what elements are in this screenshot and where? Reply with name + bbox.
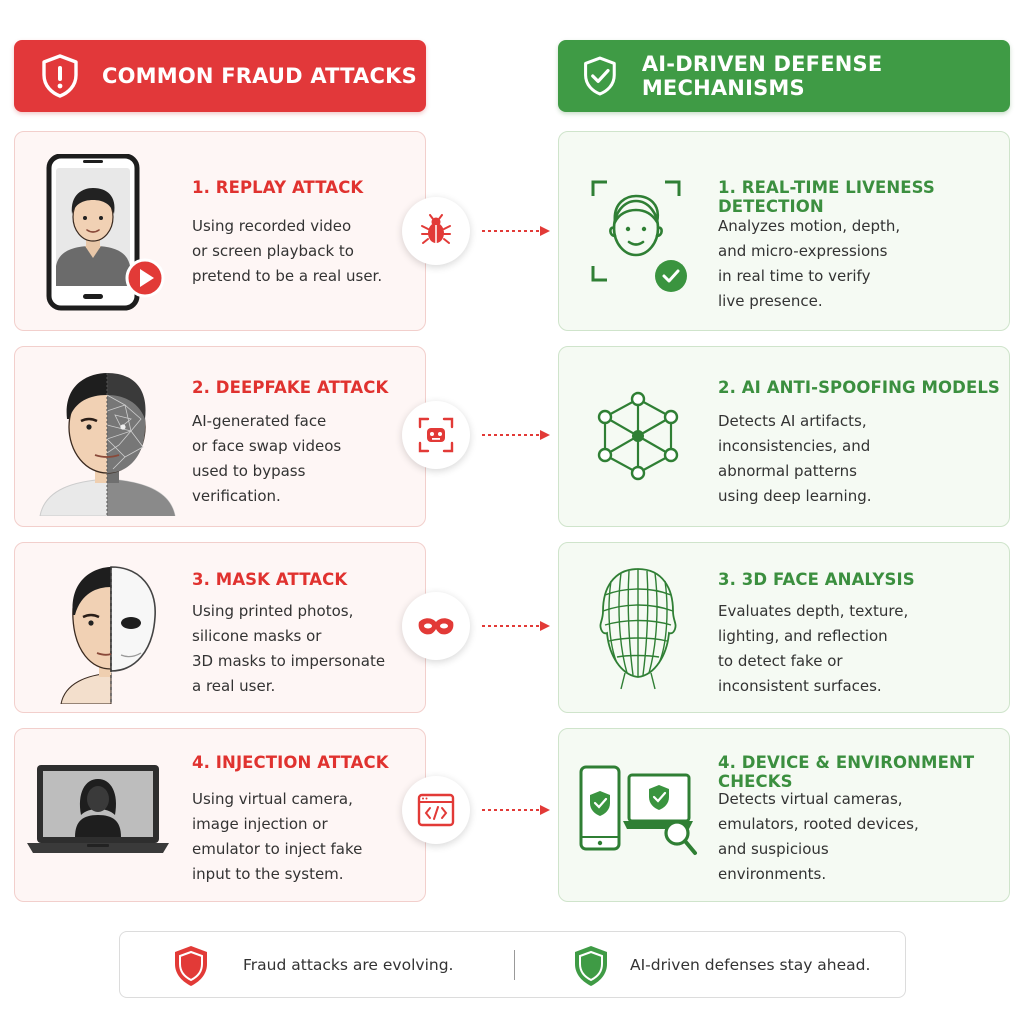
defense-card-device-checks: 4. DEVICE & ENVIRONMENT CHECKS Detects v… xyxy=(558,728,1010,902)
defense-title: 2. AI ANTI-SPOOFING MODELS xyxy=(718,378,1000,397)
attack-description: Using printed photos, silicone masks or … xyxy=(192,602,386,695)
attack-description: Using virtual camera, image injection or… xyxy=(192,790,363,883)
defense-description: Evaluates depth, texture, lighting, and … xyxy=(718,602,909,695)
attack-title: 4. INJECTION ATTACK xyxy=(192,753,389,772)
eye-mask-icon xyxy=(418,618,454,635)
defenses-header-title: AI-DRIVEN DEFENSE MECHANISMS xyxy=(641,52,883,100)
attack-title: 2. DEEPFAKE ATTACK xyxy=(192,378,389,397)
footer-left-text: Fraud attacks are evolving. xyxy=(243,956,454,974)
attack-card-replay: 1. REPLAY ATTACK Using recorded video or… xyxy=(14,131,426,331)
shield-icon-green xyxy=(575,946,607,986)
attack-title: 1. REPLAY ATTACK xyxy=(192,178,364,197)
defense-card-anti-spoofing: 2. AI ANTI-SPOOFING MODELS Detects AI ar… xyxy=(558,346,1010,527)
code-window-icon xyxy=(417,793,455,827)
defenses-header: AI-DRIVEN DEFENSE MECHANISMS xyxy=(558,40,1010,112)
code-window-icon-badge xyxy=(402,776,470,844)
attack-description: AI-generated face or face swap videos us… xyxy=(192,412,342,505)
attacks-header-title: COMMON FRAUD ATTACKS xyxy=(102,64,417,88)
summary-footer: Fraud attacks are evolving. AI-driven de… xyxy=(119,931,906,998)
attacks-header: COMMON FRAUD ATTACKS xyxy=(14,40,426,112)
defense-title: 3. 3D FACE ANALYSIS xyxy=(718,570,915,589)
robot-face-icon-badge xyxy=(402,401,470,469)
robot-face-icon xyxy=(418,417,454,453)
connector-arrow xyxy=(482,430,550,440)
eye-mask-icon-badge xyxy=(402,592,470,660)
3d-face-mesh-illustration xyxy=(599,568,677,690)
attack-card-injection: 4. INJECTION ATTACK Using virtual camera… xyxy=(14,728,426,902)
bug-icon xyxy=(421,214,451,244)
attack-description: Using recorded video or screen playback … xyxy=(192,217,383,285)
connector-arrow xyxy=(482,621,550,631)
shield-icon-red xyxy=(175,946,207,986)
device-shield-illustration xyxy=(579,765,697,855)
laptop-hacker-illustration xyxy=(27,765,169,853)
phone-playback-illustration xyxy=(46,154,165,311)
attack-title: 3. MASK ATTACK xyxy=(192,570,348,589)
defense-title: 1. REAL-TIME LIVENESS DETECTION xyxy=(718,178,935,216)
deepfake-face-illustration xyxy=(39,373,176,516)
connector-arrow xyxy=(482,226,550,236)
shield-alert-icon xyxy=(42,54,78,98)
connector-arrow xyxy=(482,805,550,815)
defense-description: Detects AI artifacts, inconsistencies, a… xyxy=(718,412,872,505)
defense-card-3d-face: 3. 3D FACE ANALYSIS Evaluates depth, tex… xyxy=(558,542,1010,713)
liveness-face-scan-illustration xyxy=(591,180,687,292)
attack-card-deepfake: 2. DEEPFAKE ATTACK AI-generated face or … xyxy=(14,346,426,527)
shield-check-icon xyxy=(584,56,616,96)
footer-divider xyxy=(514,950,515,980)
footer-right-text: AI-driven defenses stay ahead. xyxy=(630,956,871,974)
defense-title: 4. DEVICE & ENVIRONMENT CHECKS xyxy=(718,753,975,791)
defense-description: Detects virtual cameras, emulators, root… xyxy=(718,790,919,883)
attack-card-mask: 3. MASK ATTACK Using printed photos, sil… xyxy=(14,542,426,713)
mask-face-illustration xyxy=(60,566,156,704)
defense-description: Analyzes motion, depth, and micro-expres… xyxy=(718,217,901,310)
neural-network-illustration xyxy=(597,391,679,481)
bug-icon-badge xyxy=(402,197,470,265)
defense-card-liveness: 1. REAL-TIME LIVENESS DETECTION Analyzes… xyxy=(558,131,1010,331)
